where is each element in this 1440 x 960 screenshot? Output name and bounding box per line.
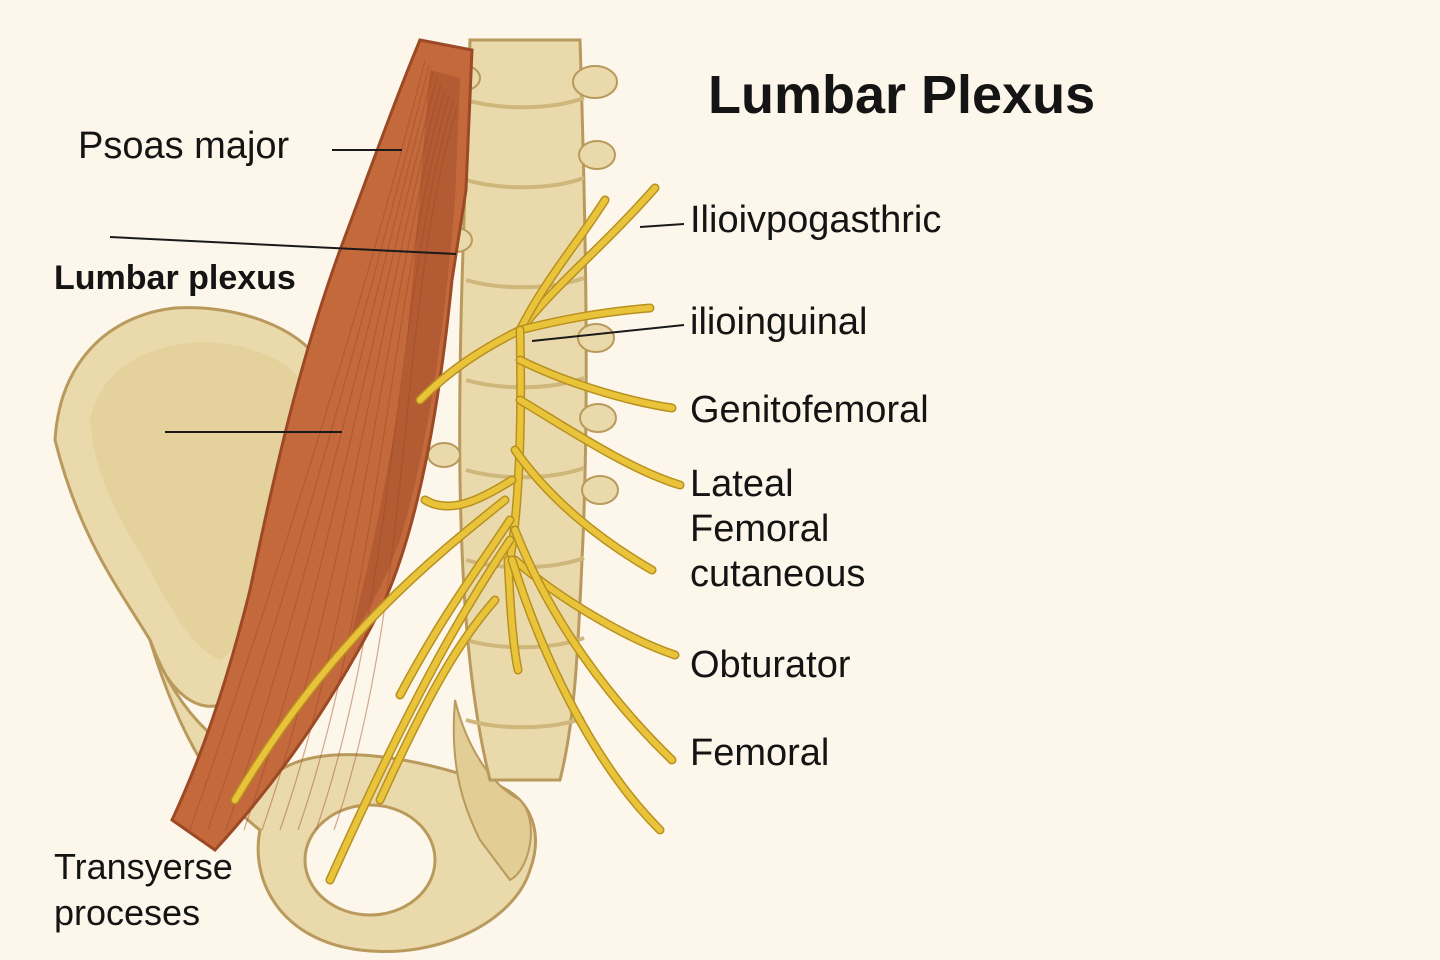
label-iliohypogastric: Ilioivpogasthric	[690, 199, 942, 241]
intervertebral-disc	[465, 466, 585, 480]
muscle-fiber	[189, 59, 426, 831]
label-ilioinguinal: ilioinguinal	[690, 301, 868, 343]
intervertebral-disc	[465, 716, 585, 730]
muscle-fiber	[261, 83, 442, 831]
nerve-branch	[232, 497, 508, 803]
intervertebral-disc	[465, 176, 585, 190]
nerve-branch	[327, 537, 513, 883]
intervertebral-disc	[465, 96, 585, 110]
nerve-branch	[517, 397, 683, 488]
ilium-inner-shade	[90, 342, 300, 660]
label-obturator: Obturator	[690, 644, 851, 686]
leader-ilioinguinal	[531, 324, 685, 342]
nerve-branch	[397, 517, 513, 698]
diagram-title: Lumbar Plexus	[708, 65, 1096, 125]
transverse-process	[577, 323, 615, 353]
nerve-branches	[230, 183, 685, 885]
nerve-branch	[517, 197, 608, 333]
label-lateral-femoral-cutaneous: Lateal Femoral cutaneous	[690, 463, 866, 595]
nerve-branch	[509, 557, 663, 833]
nerve-branch	[512, 527, 675, 763]
muscle-fiber	[333, 107, 458, 831]
label-femoral: Femoral	[690, 732, 830, 774]
nerve-branch	[417, 327, 523, 403]
muscle-fiber	[207, 65, 430, 831]
nerve-branch	[505, 557, 521, 673]
nerve-branch	[422, 477, 515, 510]
label-psoas-major: Psoas major	[78, 125, 290, 167]
obturator-foramen	[303, 803, 437, 917]
muscle-fiber	[315, 101, 454, 831]
label-genitofemoral: Genitofemoral	[690, 389, 929, 431]
nerve-branch	[517, 185, 658, 333]
transverse-process	[427, 442, 461, 468]
label-lumbar-plexus: Lumbar plexus	[54, 259, 296, 297]
muscle-fibers	[189, 59, 458, 831]
transverse-process	[579, 403, 617, 433]
leader-iliohypogastric	[639, 223, 685, 228]
intervertebral-disc	[465, 276, 585, 290]
muscle-fiber	[225, 71, 434, 831]
label-transverse-processes: Transyerse proceses	[54, 846, 233, 933]
nerve-branch	[517, 357, 675, 411]
psoas-major-muscle	[170, 38, 474, 852]
transverse-process	[578, 140, 616, 170]
muscle-fiber	[279, 89, 446, 831]
transverse-process	[581, 475, 619, 505]
nerve-branch	[517, 305, 653, 333]
leader-lumbar-plexus	[109, 236, 457, 255]
transverse-process	[572, 65, 618, 99]
nerve-branch	[512, 447, 655, 573]
muscle-fiber	[297, 95, 450, 831]
nerve-branch	[377, 597, 498, 803]
